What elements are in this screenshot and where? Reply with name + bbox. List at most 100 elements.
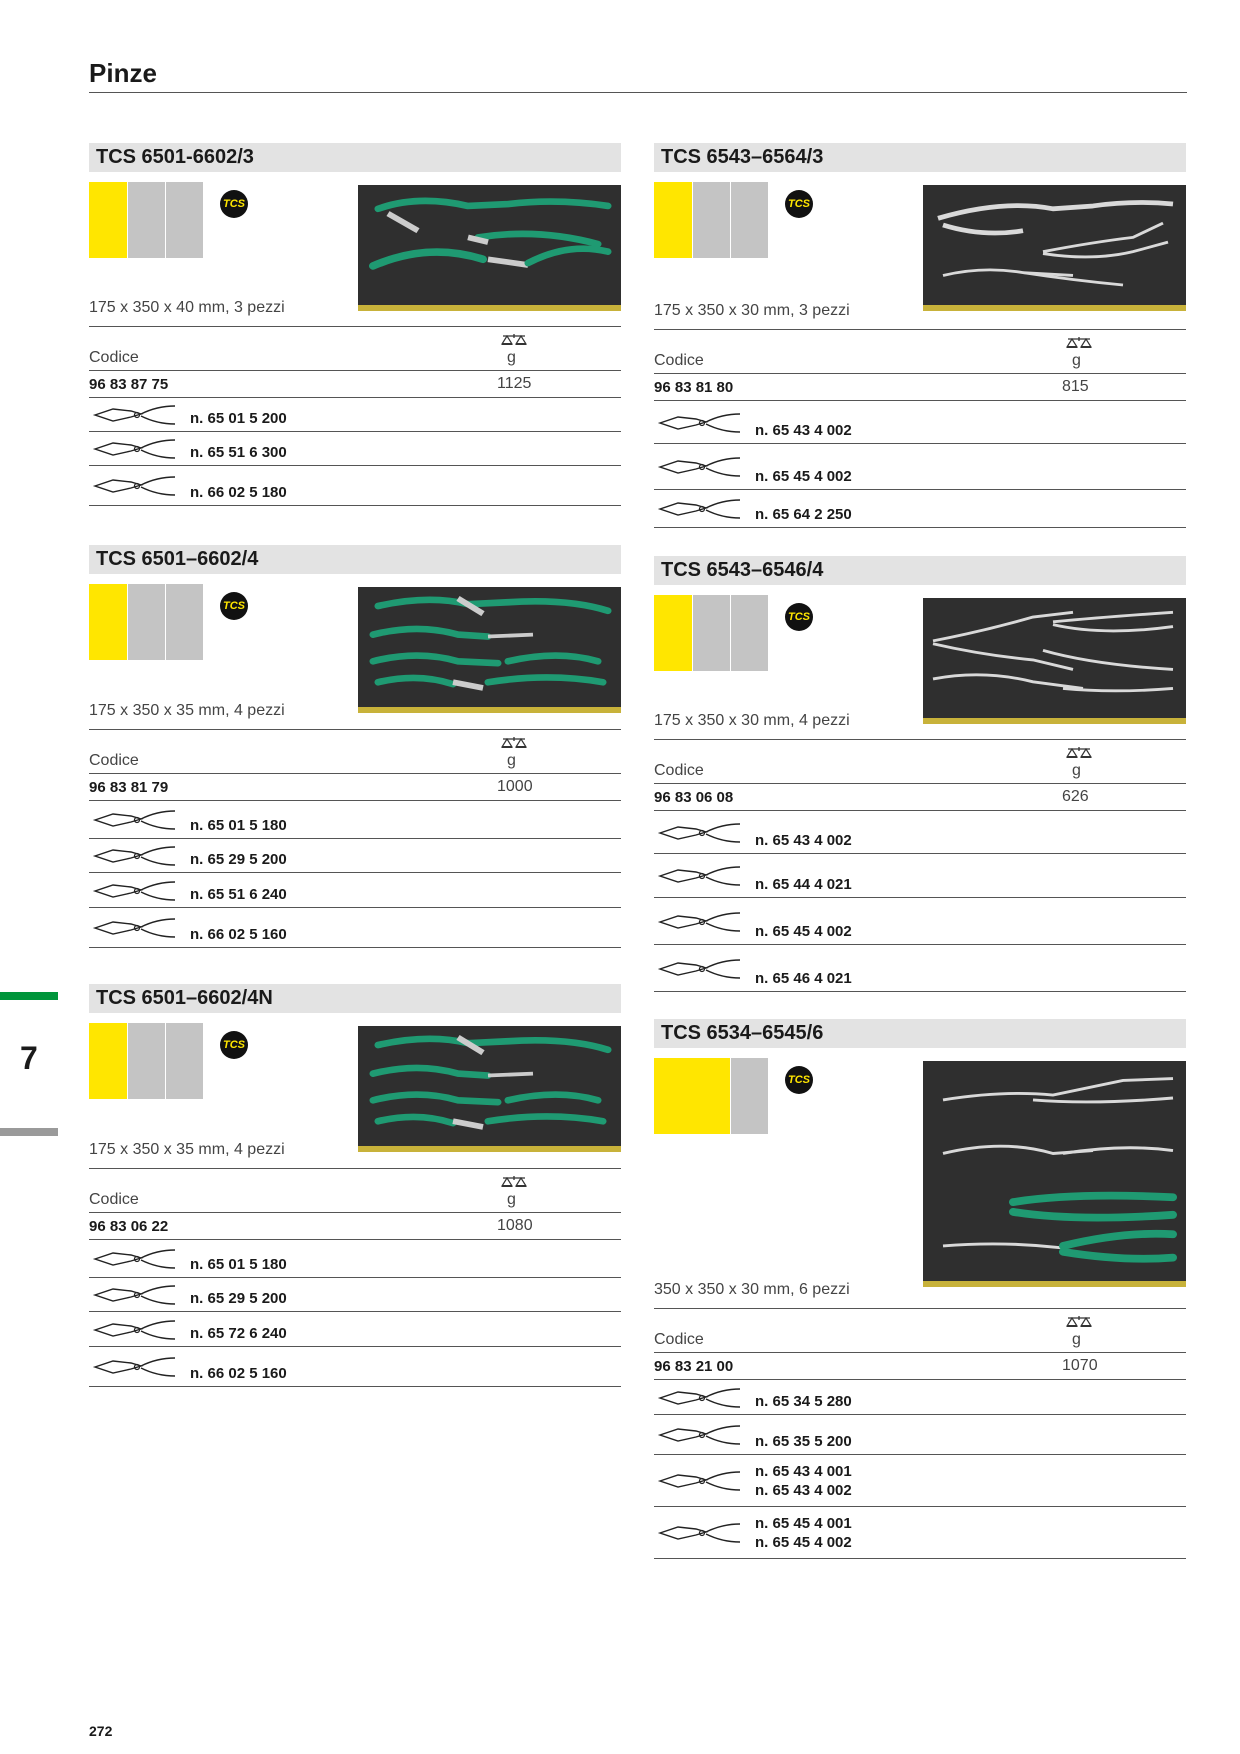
weight-value: 1000 [497,778,533,795]
swatch-gray [127,1023,165,1099]
plier-icon [91,402,177,428]
plier-icon [91,436,177,462]
list-item: n. 65 51 6 240 [89,873,621,908]
item-number: n. 65 45 4 001 [755,1515,852,1532]
item-number: n. 66 02 5 160 [190,926,287,943]
set-dimensions: 350 x 350 x 30 mm, 6 pezzi [654,1281,850,1298]
plier-icon [656,909,742,935]
item-number: n. 65 43 4 002 [755,1482,852,1499]
item-number: n. 65 45 4 002 [755,468,852,485]
plier-icon [91,1246,177,1272]
swatch-gray [127,584,165,660]
weight-value: 626 [1062,788,1089,805]
tcs-logo: TCS [220,190,248,218]
item-number: n. 65 45 4 002 [755,923,852,940]
chapter-tab-gray [0,1128,58,1136]
item-number: n. 65 43 4 002 [755,422,852,439]
plier-icon [656,1468,742,1494]
article-code: 96 83 81 80 [654,379,734,396]
spec-header: Codice g [89,1168,621,1213]
swatch-gray [730,595,768,671]
list-item: n. 65 43 4 002 [654,811,1186,854]
plier-icon [91,473,177,499]
scale-icon [1064,1315,1094,1331]
plier-icon [656,1520,742,1546]
plier-icon [91,1354,177,1380]
spec-header: Codice g [89,729,621,774]
list-item: n. 65 46 4 021 [654,945,1186,992]
spec-header: Codice g [654,1308,1186,1353]
plier-icon [656,1385,742,1411]
color-swatches [89,1023,203,1099]
block-title: TCS 6501-6602/3 [89,143,621,172]
list-item: n. 66 02 5 160 [89,1347,621,1387]
item-list: n. 65 01 5 200 n. 65 51 6 300 n. 66 02 5 1… [89,398,621,506]
article-code: 96 83 21 00 [654,1358,734,1375]
page-number: 272 [89,1723,113,1739]
article-code: 96 83 06 22 [89,1218,169,1235]
list-item: n. 65 29 5 200 [89,1278,621,1312]
plier-icon [656,863,742,889]
tcs-logo: TCS [785,1066,813,1094]
list-item: n. 65 35 5 200 [654,1415,1186,1455]
item-number: n. 65 01 5 180 [190,817,287,834]
tool-tray-image [923,185,1186,311]
scale-icon [1064,336,1094,352]
block-title: TCS 6534–6545/6 [654,1019,1186,1048]
item-number: n. 65 43 4 001 [755,1463,852,1480]
item-number: n. 65 46 4 021 [755,970,852,987]
set-dimensions: 175 x 350 x 40 mm, 3 pezzi [89,299,285,316]
weight-unit: g [507,1191,516,1208]
set-dimensions: 175 x 350 x 30 mm, 3 pezzi [654,302,850,319]
item-number: n. 65 72 6 240 [190,1325,287,1342]
plier-icon [91,1282,177,1308]
scale-icon [499,736,529,752]
block-title: TCS 6543–6564/3 [654,143,1186,172]
swatch-gray [165,182,203,258]
item-number: n. 65 01 5 200 [190,410,287,427]
list-item: n. 66 02 5 180 [89,466,621,506]
list-item: n. 65 45 4 002 [654,898,1186,945]
item-number: n. 65 29 5 200 [190,1290,287,1307]
list-item: n. 66 02 5 160 [89,908,621,948]
weight-unit: g [507,349,516,366]
spec-row: 96 83 81 79 1000 [89,774,621,801]
item-number: n. 65 35 5 200 [755,1433,852,1450]
codice-label: Codice [89,1191,139,1208]
tcs-logo: TCS [785,190,813,218]
item-number: n. 65 51 6 300 [190,444,287,461]
list-item: n. 65 51 6 300 [89,432,621,466]
weight-unit: g [507,752,516,769]
set-dimensions: 175 x 350 x 30 mm, 4 pezzi [654,712,850,729]
color-swatches [654,182,768,258]
plier-icon [656,1422,742,1448]
article-code: 96 83 87 75 [89,376,169,393]
plier-icon [656,956,742,982]
item-number: n. 65 45 4 002 [755,1534,852,1551]
plier-icon [91,807,177,833]
block-title: TCS 6543–6546/4 [654,556,1186,585]
scale-icon [1064,746,1094,762]
tcs-logo: TCS [220,1031,248,1059]
plier-icon [656,820,742,846]
list-item: n. 65 01 5 200 [89,398,621,432]
list-item: n. 65 34 5 280 [654,1380,1186,1415]
plier-icon [656,454,742,480]
tcs-logo: TCS [220,592,248,620]
codice-label: Codice [89,752,139,769]
spec-header: Codice g [654,739,1186,784]
item-number: n. 65 43 4 002 [755,832,852,849]
article-code: 96 83 81 79 [89,779,169,796]
item-number: n. 65 34 5 280 [755,1393,852,1410]
article-code: 96 83 06 08 [654,789,734,806]
